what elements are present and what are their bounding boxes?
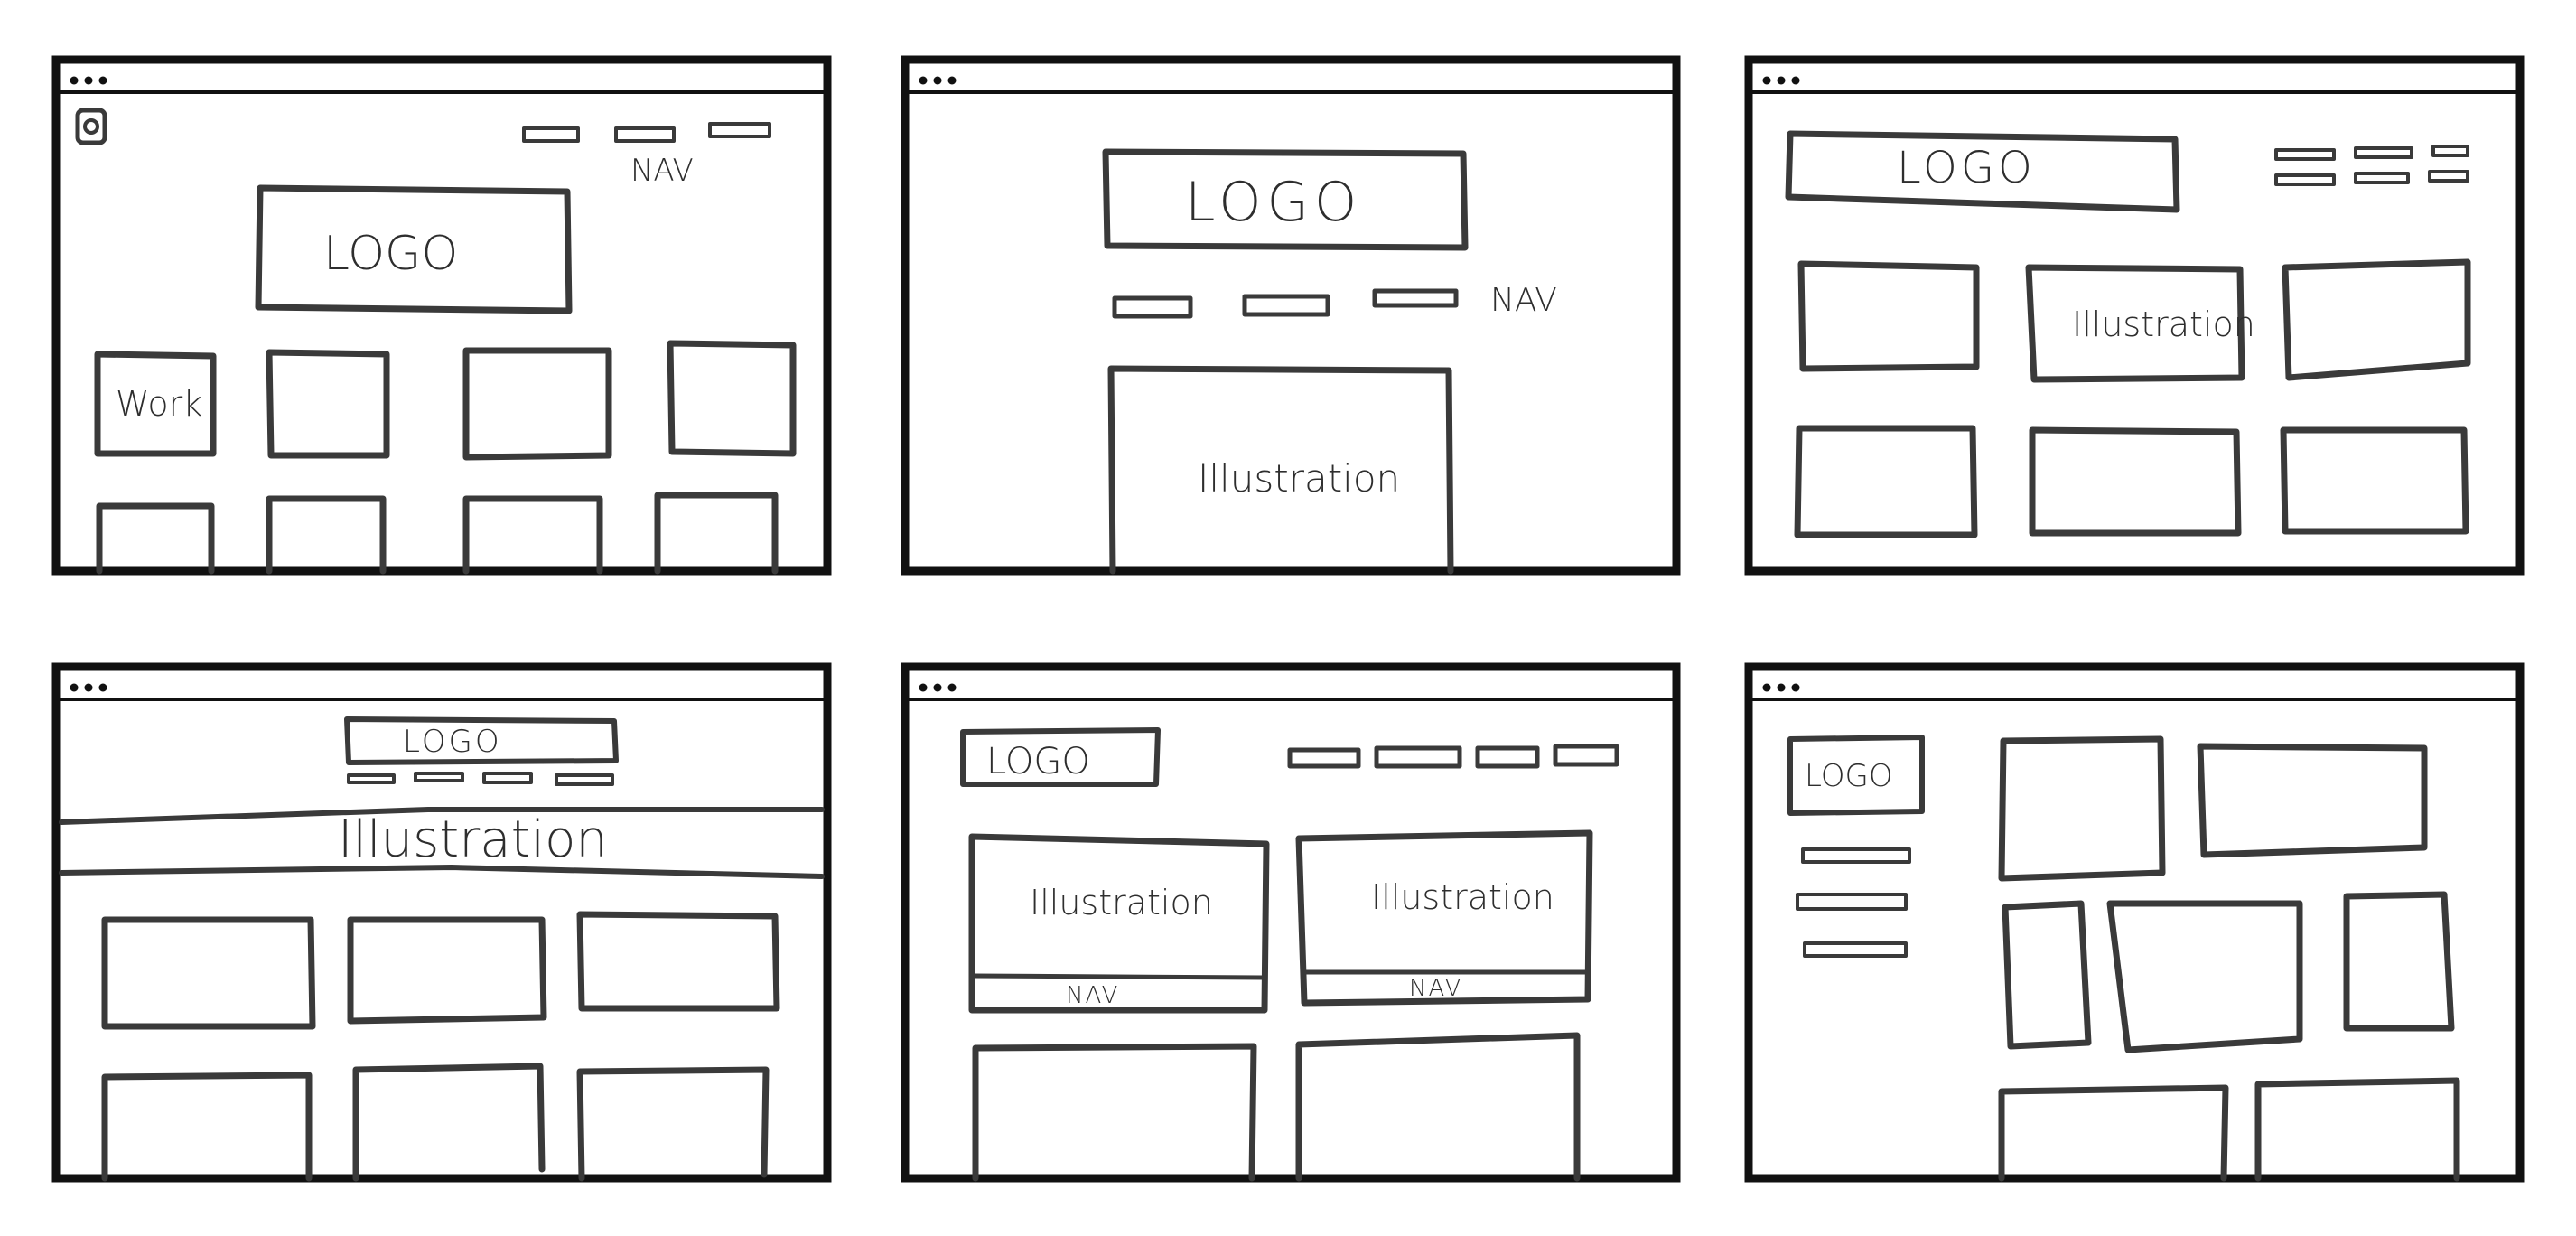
grid-tile	[2343, 891, 2455, 1032]
grid-tile	[352, 1063, 546, 1182]
work-grid: Work	[94, 340, 797, 575]
logo-label: LOGO	[986, 741, 1090, 782]
wireframe-3: LOGO Illustration	[1744, 55, 2525, 576]
nav-label: NAV	[1490, 282, 1557, 319]
grid-tile	[2197, 743, 2428, 858]
nav-label: NAV	[1409, 975, 1462, 1002]
grid-tile	[101, 1072, 313, 1182]
work-tile	[94, 351, 217, 457]
nav-label: NAV	[630, 153, 694, 189]
browser-window-frame	[51, 55, 832, 576]
grid-tile	[1295, 1032, 1581, 1182]
nav-label: NAV	[1066, 982, 1119, 1009]
browser-window-frame	[901, 662, 1681, 1183]
work-tile	[96, 502, 215, 575]
logo-label: LOGO	[403, 724, 502, 760]
illustration-card-left: Illustration NAV	[968, 833, 1270, 1014]
nav-links	[1112, 288, 1459, 319]
grid-tile	[2002, 900, 2092, 1050]
wireframe-6: LOGO	[1744, 662, 2525, 1183]
illustration-label: Illustration	[1198, 456, 1400, 501]
window-dots	[70, 683, 107, 692]
nav-links	[1287, 744, 1619, 769]
logo-placeholder: LOGO	[1787, 735, 1925, 816]
grid-tile	[1998, 1084, 2229, 1182]
work-tile	[654, 492, 779, 575]
sidebar-nav-links	[1796, 847, 1911, 958]
illustration-label: Illustration	[1371, 877, 1554, 917]
nav-links	[347, 772, 614, 786]
grid-tile	[2282, 258, 2471, 381]
logo-label: LOGO	[1897, 143, 2036, 193]
illustration-label: Illustration	[2072, 304, 2255, 344]
logo-label: LOGO	[1805, 758, 1893, 794]
grid-tile	[1797, 260, 1980, 372]
grid-tile	[101, 916, 316, 1030]
content-grid: Illustration	[1794, 258, 2471, 538]
content-grid	[101, 911, 780, 1182]
grid-tile	[2106, 900, 2303, 1053]
browser-window-frame	[51, 662, 832, 1183]
camera-icon	[75, 108, 107, 145]
grid-tile	[347, 916, 547, 1025]
work-tile	[266, 495, 387, 575]
masonry-grid	[1998, 735, 2460, 1182]
content-grid	[972, 1032, 1581, 1182]
logo-label: LOGO	[1185, 171, 1362, 234]
grid-tile	[972, 1043, 1257, 1182]
grid-tile	[576, 1066, 770, 1182]
illustration-label: Illustration	[338, 810, 608, 869]
work-tile	[462, 347, 612, 461]
logo-placeholder: LOGO	[255, 184, 573, 314]
logo-placeholder: LOGO	[960, 727, 1161, 787]
nav-links	[2274, 145, 2469, 186]
illustration-tile	[2025, 264, 2245, 383]
work-tile-label: Work	[116, 384, 202, 424]
browser-window-frame	[1744, 55, 2525, 576]
illustration-banner: Illustration	[59, 807, 825, 879]
illustration-card-right: Illustration NAV	[1295, 829, 1593, 1007]
browser-window-frame	[1744, 662, 2525, 1183]
grid-tile	[2280, 426, 2469, 535]
window-dots	[919, 683, 957, 692]
work-tile	[462, 495, 603, 575]
window-dots	[1762, 683, 1800, 692]
logo-label: LOGO	[323, 227, 458, 281]
grid-tile	[576, 911, 780, 1012]
work-tile	[266, 349, 390, 459]
wireframe-2: LOGO NAV Illustration	[901, 55, 1681, 576]
window-dots	[70, 76, 107, 85]
browser-window-frame	[901, 55, 1681, 576]
logo-placeholder: LOGO	[344, 716, 619, 765]
wireframe-1: NAV LOGO Work	[51, 55, 832, 576]
logo-placeholder: LOGO	[1785, 130, 2180, 213]
window-dots	[1762, 76, 1800, 85]
grid-tile	[1998, 735, 2166, 882]
grid-tile	[2029, 426, 2242, 537]
wireframe-5: LOGO Illustration NAV Illustration NAV	[901, 662, 1681, 1183]
work-tile	[667, 340, 797, 457]
window-dots	[919, 76, 957, 85]
grid-tile	[1794, 425, 1978, 538]
illustration-placeholder: Illustration	[1107, 365, 1454, 575]
illustration-label: Illustration	[1030, 883, 1213, 922]
nav-links	[522, 122, 771, 143]
wireframe-4: LOGO Illustration	[51, 662, 832, 1183]
grid-tile	[2254, 1077, 2460, 1182]
logo-placeholder: LOGO	[1102, 148, 1469, 251]
